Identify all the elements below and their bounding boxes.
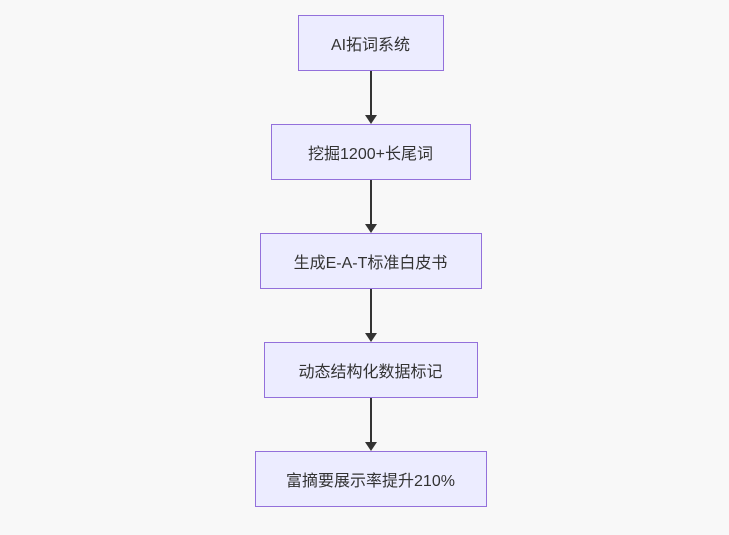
arrow-line <box>369 71 372 116</box>
arrowhead-icon <box>364 442 377 451</box>
flow-node-label: 挖掘1200+长尾词 <box>308 146 433 163</box>
flow-arrow <box>364 289 377 342</box>
arrowhead-icon <box>364 115 377 124</box>
flow-arrow <box>364 398 377 451</box>
arrowhead-icon <box>364 224 377 233</box>
arrowhead-icon <box>364 333 377 342</box>
flow-node-label: AI拓词系统 <box>330 37 411 54</box>
flow-node-label: 生成E-A-T标准白皮书 <box>293 255 448 272</box>
flow-arrow <box>364 71 377 124</box>
flow-arrow <box>364 180 377 233</box>
flow-node-structured-data: 动态结构化数据标记 <box>263 342 478 398</box>
arrow-line <box>369 398 372 443</box>
flow-node-rich-snippet-rate: 富摘要展示率提升210% <box>254 451 487 507</box>
flow-node-longtail-words: 挖掘1200+长尾词 <box>270 124 471 180</box>
arrow-line <box>369 289 372 334</box>
flowchart-diagram: AI拓词系统 挖掘1200+长尾词 生成E-A-T标准白皮书 动态结构化数据标记… <box>6 0 729 535</box>
arrow-line <box>369 180 372 225</box>
flow-node-label: 富摘要展示率提升210% <box>286 473 455 490</box>
flow-node-eat-whitepaper: 生成E-A-T标准白皮书 <box>259 233 482 289</box>
flow-node-label: 动态结构化数据标记 <box>298 364 443 381</box>
flow-node-ai-system: AI拓词系统 <box>297 15 444 71</box>
